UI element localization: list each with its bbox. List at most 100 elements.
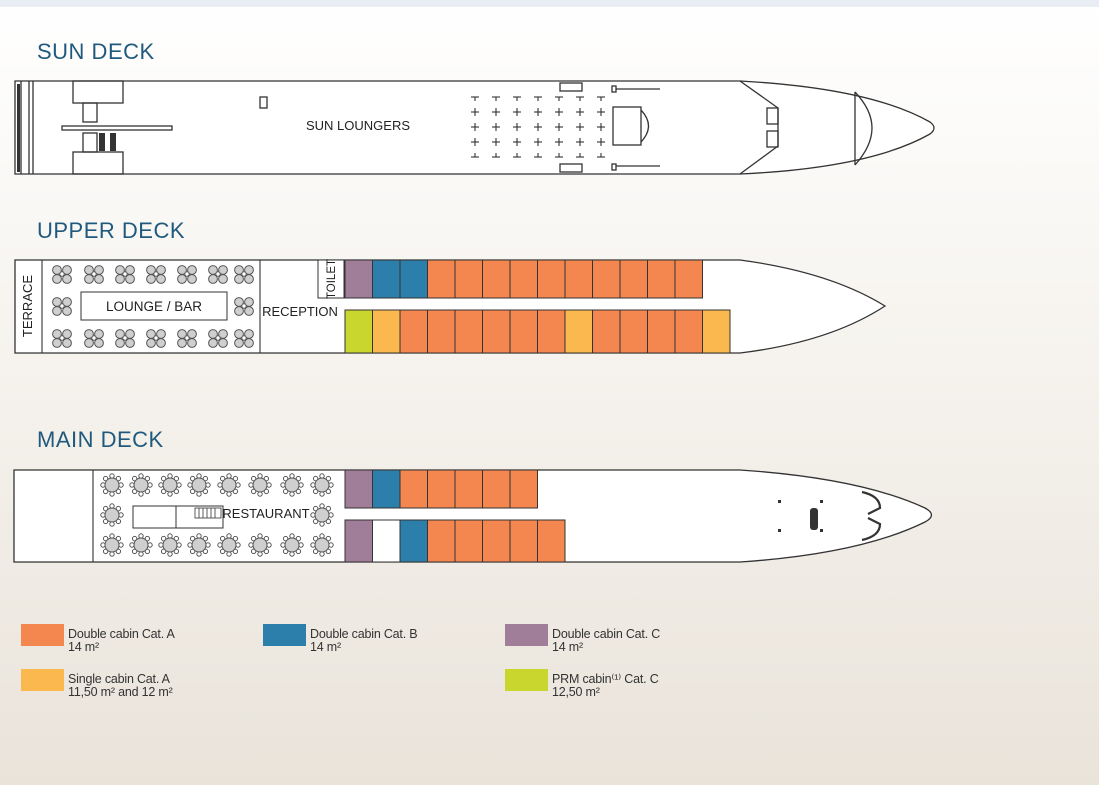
restaurant-table [310,533,334,557]
main-bottom-cabin-5 [482,519,511,563]
sun-lounger [492,153,500,158]
lounge-seat-group [84,265,104,284]
restaurant-table [129,473,153,497]
restaurant-table [248,533,272,557]
sun-lounger [513,153,521,158]
restaurant-table [129,533,153,557]
sun-lounger [597,138,605,146]
restaurant-label: RESTAURANT [222,506,309,521]
restaurant-table [187,533,211,557]
restaurant-table [217,473,241,497]
sun-lounger [492,138,500,146]
reception-label: RECEPTION [262,304,338,319]
sun-lounger [555,138,563,146]
legend-size: 14 m² [310,640,341,654]
upper-top-cabin-5 [482,259,511,299]
upper-bottom-cabin-12 [674,309,703,354]
main-bottom-cabin-4 [454,519,483,563]
lounge-seat-group [177,265,197,284]
upper-top-cabin-4 [454,259,483,299]
restaurant-table [280,533,304,557]
restaurant-table [310,473,334,497]
legend-label: PRM cabin⁽¹⁾ Cat. C [552,672,659,686]
legend-size: 11,50 m² and 12 m² [68,685,173,699]
main-deck-hull [13,469,933,563]
lounge-seat-group [234,329,254,348]
sun-deck-plan: SUN LOUNGERS [14,80,935,175]
upper-bottom-cabin-13 [702,309,731,354]
main-top-cabin-2 [399,469,428,509]
sun-lounger [555,123,563,131]
sun-lounger [576,138,584,146]
main-deck-title: MAIN DECK [37,427,164,452]
restaurant-table [217,533,241,557]
upper-bottom-cabin-9 [592,309,621,354]
sun-lounger [492,123,500,131]
restaurant-table [100,533,124,557]
sun-lounger [492,96,500,101]
main-top-cabin-5 [482,469,511,509]
upper-bottom-cabin-11 [647,309,676,354]
sun-lounger [471,138,479,146]
restaurant-table [187,473,211,497]
terrace-label: TERRACE [20,275,35,337]
sun-lounger [597,123,605,131]
main-bottom-cabin-0 [344,519,373,563]
restaurant-table [280,473,304,497]
upper-deck-title: UPPER DECK [37,218,186,243]
upper-bottom-cabin-8 [564,309,593,354]
upper-bottom-cabin-4 [454,309,483,354]
legend-size: 14 m² [552,640,583,654]
lounge-seat-group [234,265,254,284]
main-deck-plan: RESTAURANT [13,469,933,563]
sun-deck-title: SUN DECK [37,39,155,64]
lounge-seat-group [234,297,254,316]
sun-lounger [597,96,605,101]
sun-lounger [471,108,479,116]
upper-top-cabin-7 [537,259,566,299]
lounge-seat-group [84,329,104,348]
upper-bottom-cabin-6 [509,309,538,354]
sun-lounger [492,108,500,116]
restaurant-table [248,473,272,497]
sun-lounger [555,108,563,116]
lounge-seat-group [208,329,228,348]
lounge-seat-group [52,329,72,348]
sun-lounger [576,96,584,101]
lounge-seat-group [146,329,166,348]
sun-lounger [534,138,542,146]
lounge-seat-group [115,265,135,284]
upper-bottom-cabin-2 [399,309,428,354]
upper-top-cabin-11 [647,259,676,299]
sun-lounger [534,108,542,116]
legend-label: Double cabin Cat. A [68,627,175,641]
legend-swatch [21,624,64,646]
sun-lounger [597,108,605,116]
lounge-seat-group [115,329,135,348]
sun-lounger [576,153,584,158]
lounge-seat-group [177,329,197,348]
upper-bottom-cabin-5 [482,309,511,354]
sun-lounger [513,138,521,146]
sun-lounger [534,96,542,101]
main-bottom-cabin-2 [399,519,428,563]
legend-label: Double cabin Cat. C [552,627,661,641]
lounge-seat-group [208,265,228,284]
upper-top-cabin-0 [344,259,373,299]
main-bottom-cabin-3 [427,519,456,563]
lounge-seat-group [146,265,166,284]
upper-top-cabin-8 [564,259,593,299]
sun-lounger [471,153,479,158]
main-top-cabin-0 [344,469,373,509]
upper-top-cabin-3 [427,259,456,299]
main-top-cabin-3 [427,469,456,509]
legend-swatch [505,624,548,646]
upper-bottom-cabin-0 [344,309,373,354]
legend-swatch [263,624,306,646]
sun-lounger [555,96,563,101]
upper-top-cabin-6 [509,259,538,299]
main-top-cabin-4 [454,469,483,509]
upper-top-cabin-2 [399,259,428,299]
restaurant-table [100,473,124,497]
lounge-seat-group [52,297,72,316]
